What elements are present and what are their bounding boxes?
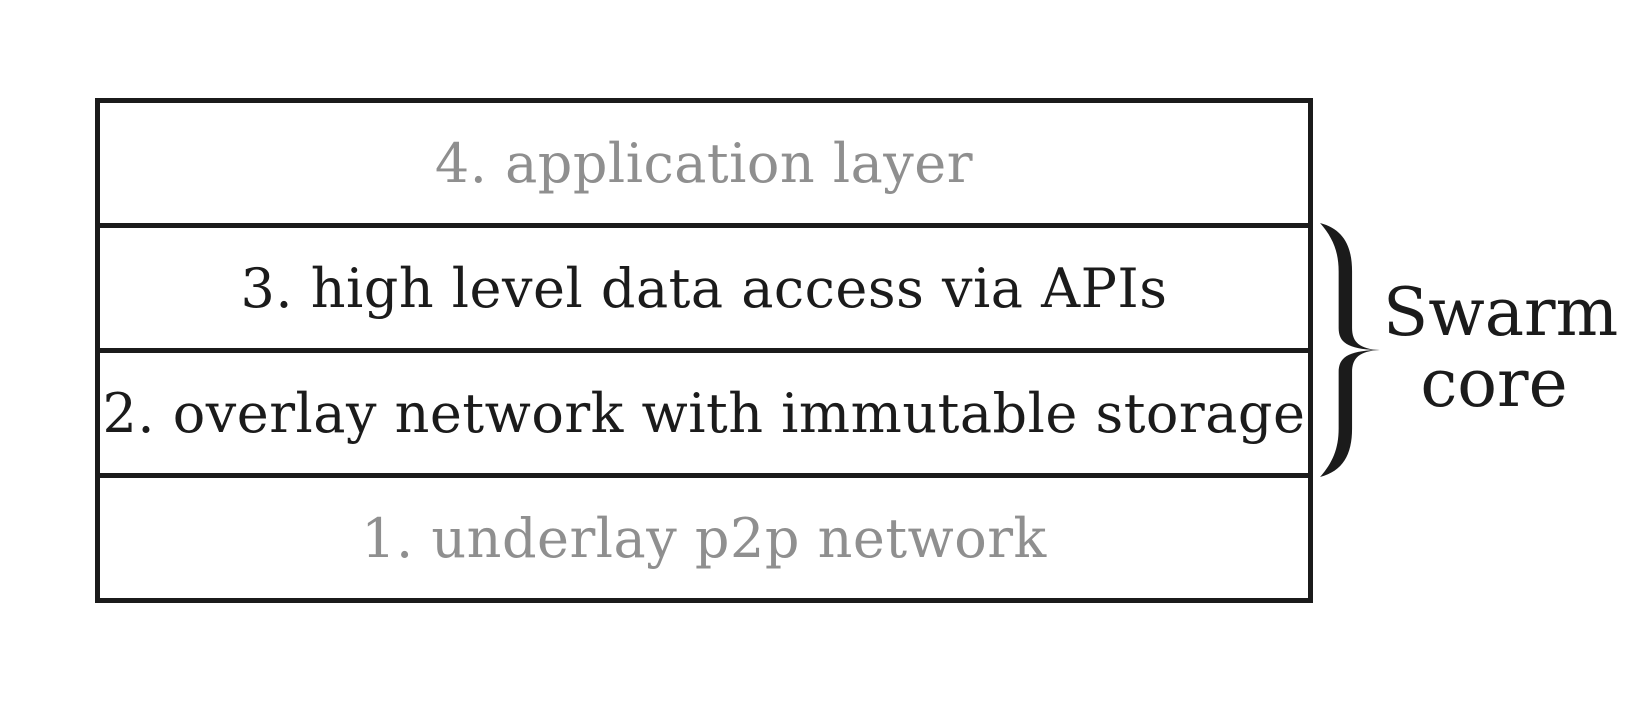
layer-row-3-api-access: 3. high level data access via APIs: [100, 223, 1308, 348]
swarm-core-label-line1: Swarm: [1383, 274, 1619, 351]
swarm-core-label-line2: core: [1420, 344, 1568, 422]
curly-brace-icon: [1318, 221, 1382, 479]
layer-stack: 4. application layer 3. high level data …: [95, 98, 1313, 603]
layer-row-2-overlay-network: 2. overlay network with immutable storag…: [100, 348, 1308, 473]
layer-row-4-application: 4. application layer: [434, 131, 974, 195]
layer-row-1-underlay-network: 1. underlay p2p network: [100, 473, 1308, 598]
swarm-core-label: Swarm core: [1383, 274, 1619, 422]
